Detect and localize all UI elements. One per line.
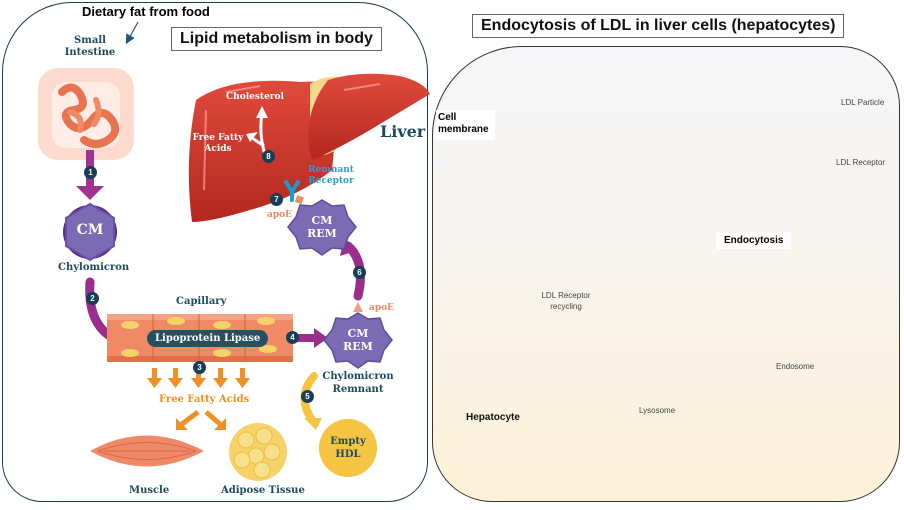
ldl-endocytosis-panel [432,46,900,502]
cm-rem-upper-line2: REM [307,227,337,240]
liver-ffa-label: Free Fatty Acids [188,133,248,155]
adipose-tissue-illustration [229,423,287,481]
ldl-receptor-recycling-line2: recycling [550,302,582,311]
cm-rem-upper-line1: CM [311,214,333,227]
lipid-metabolism-panel [2,2,428,502]
remnant-receptor-line1: Remnant [308,165,354,175]
endocytosis-label: Endocytosis [716,232,792,249]
cm-rem-particle-lower [323,312,393,369]
endocytosis-title: Endocytosis of LDL in liver cells (hepat… [472,14,845,38]
endosome-label: Endosome [776,362,815,371]
chylomicron-remnant-line2: Remnant [332,384,384,395]
cm-rem-lower-line1: CM [347,327,369,340]
step-7-badge: 7 [270,193,283,206]
ldl-receptor-label: LDL Receptor [836,158,886,167]
empty-hdl-particle [319,419,377,477]
ldl-receptor-recycling-label: LDL Receptor recycling [536,290,596,312]
free-fatty-acid-arrows [147,368,250,430]
adipose-tissue-label: Adipose Tissue [221,485,305,496]
step-2-badge: 2 [86,292,99,305]
small-intestine-label: Small Intestine [60,35,120,59]
cell-membrane-label: Cell membrane [436,110,495,140]
muscle-label: Muscle [129,485,170,496]
dietary-fat-arrow [125,21,139,45]
chylomicron-remnant-label: Chylomicron Remnant [321,370,395,396]
lipoprotein-lipase-label: Lipoprotein Lipase [147,330,269,347]
cm-rem-particle-upper [287,199,357,256]
small-intestine-illustration [38,68,134,160]
remnant-receptor [284,180,304,205]
step-5-badge: 5 [301,390,314,403]
lipid-metabolism-title: Lipid metabolism in body [171,27,382,51]
step-8-badge: 8 [262,150,275,163]
step-4-badge: 4 [286,331,299,344]
apoe-lower-label: apoE [369,303,394,313]
capillary-label: Capillary [176,296,227,307]
free-fatty-acids-label: Free Fatty Acids [159,394,250,405]
step-1-badge: 1 [84,166,97,179]
ldl-receptor-recycling-line1: LDL Receptor [541,291,591,300]
cm-label: CM [76,222,104,238]
cell-membrane-line2: membrane [438,124,489,135]
step-3-badge: 3 [193,361,206,374]
step-6-badge: 6 [353,266,366,279]
small-intestine-line1: Small [74,35,106,46]
apoe-marker-lower [353,302,363,312]
dietary-fat-label: Dietary fat from food [82,4,210,19]
hepatocyte-label: Hepatocyte [466,412,520,423]
empty-hdl-line1: Empty [330,436,366,447]
ldl-particle-label: LDL Particle [841,98,885,107]
remnant-receptor-line2: Receptor [308,176,354,186]
cm-rem-lower-label: CM REM [338,327,378,353]
chylomicron-label: Chylomicron [58,262,130,273]
liver-ffa-line1: Free Fatty [192,133,244,143]
cell-membrane-line1: Cell [438,112,457,123]
lysosome-label: Lysosome [639,406,676,415]
muscle-illustration [90,435,204,467]
empty-hdl-line2: HDL [335,449,361,460]
empty-hdl-label: Empty HDL [326,435,370,461]
apoe-upper-label: apoE [267,210,292,220]
liver-label: Liver [380,122,426,141]
small-intestine-line2: Intestine [64,47,116,58]
cholesterol-label: Cholesterol [226,92,284,102]
cm-rem-lower-line2: REM [343,340,373,353]
liver-ffa-line2: Acids [204,144,232,154]
remnant-receptor-label: Remnant Receptor [303,165,359,187]
chylomicron-particle [63,202,117,262]
cm-rem-upper-label: CM REM [302,214,342,240]
chylomicron-remnant-line1: Chylomicron [322,371,394,382]
